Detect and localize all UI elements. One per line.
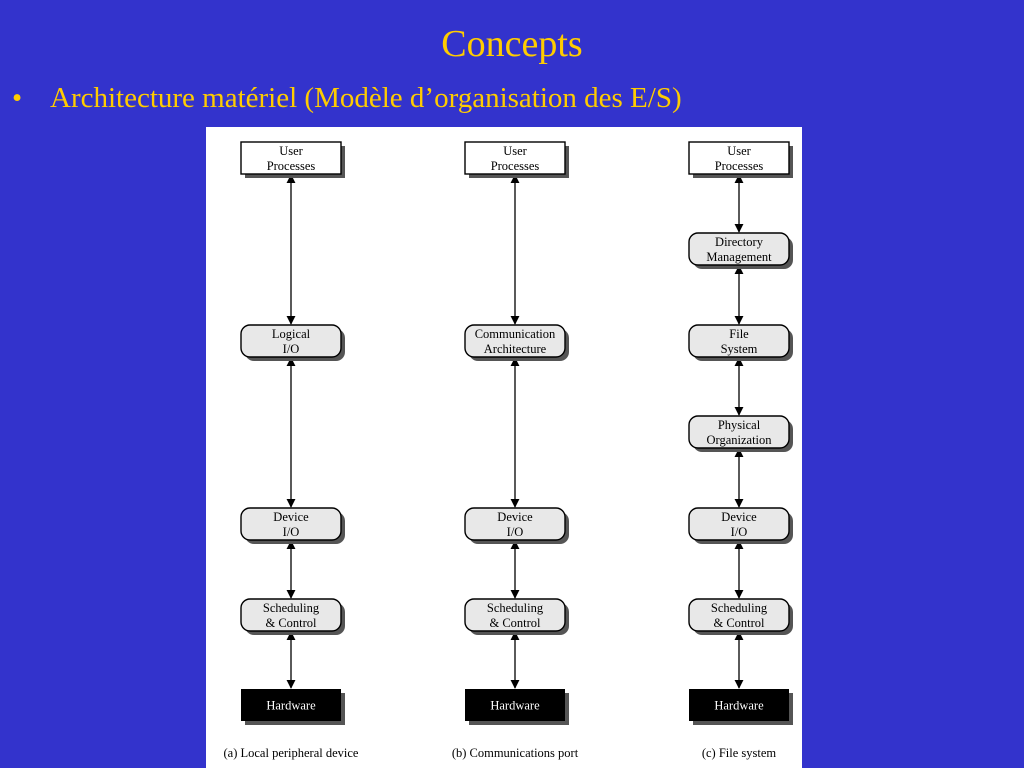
- layer-rounded-box: [464, 324, 566, 358]
- layer-box: Scheduling& Control: [240, 598, 345, 635]
- layer-rounded-box: [240, 598, 342, 632]
- box-label: User: [727, 144, 751, 158]
- box-label: & Control: [265, 616, 317, 630]
- layer-box: Hardware: [689, 689, 793, 725]
- layer-rounded-box: [688, 324, 790, 358]
- box-label: Physical: [718, 418, 761, 432]
- box-label: Scheduling: [263, 601, 320, 615]
- process-box: [688, 141, 790, 175]
- box-label: Scheduling: [487, 601, 544, 615]
- box-label: Processes: [491, 159, 540, 173]
- box-label: User: [503, 144, 527, 158]
- box-label: User: [279, 144, 303, 158]
- layer-rounded-box: [464, 507, 566, 541]
- box-label: Logical: [272, 327, 311, 341]
- box-label: Device: [497, 510, 533, 524]
- layer-rounded-box: [464, 598, 566, 632]
- box-label: Scheduling: [711, 601, 768, 615]
- box-label: Processes: [715, 159, 764, 173]
- layer-rounded-box: [688, 232, 790, 266]
- box-label: Processes: [267, 159, 316, 173]
- column-caption: (c) File system: [702, 746, 777, 760]
- box-label: I/O: [507, 525, 524, 539]
- column-caption: (b) Communications port: [452, 746, 579, 760]
- box-label: Management: [706, 250, 772, 264]
- layer-rounded-box: [688, 415, 790, 449]
- bullet-item: • Architecture matériel (Modèle d’organis…: [12, 80, 682, 116]
- box-label: System: [721, 342, 758, 356]
- box-label: Hardware: [266, 699, 316, 713]
- box-label: Architecture: [484, 342, 547, 356]
- box-label: File: [729, 327, 749, 341]
- io-organization-diagram: UserProcessesLogicalI/ODeviceI/OScheduli…: [224, 141, 793, 760]
- layer-box: Hardware: [465, 689, 569, 725]
- process-box: [464, 141, 566, 175]
- process-box: [240, 141, 342, 175]
- box-label: Organization: [706, 433, 772, 447]
- hardware-box: [241, 689, 341, 721]
- box-label: & Control: [489, 616, 541, 630]
- layer-rounded-box: [688, 598, 790, 632]
- bullet-text: Architecture matériel (Modèle d’organisa…: [50, 82, 682, 114]
- layer-box: Scheduling& Control: [464, 598, 569, 635]
- box-label: Directory: [715, 235, 764, 249]
- box-label: I/O: [283, 342, 300, 356]
- bullet-marker: •: [12, 82, 23, 114]
- box-label: I/O: [283, 525, 300, 539]
- box-label: Device: [721, 510, 757, 524]
- box-label: & Control: [713, 616, 765, 630]
- column-caption: (a) Local peripheral device: [224, 746, 359, 760]
- hardware-box: [689, 689, 789, 721]
- box-label: Device: [273, 510, 309, 524]
- box-label: Hardware: [714, 699, 764, 713]
- layer-rounded-box: [688, 507, 790, 541]
- box-label: Communication: [475, 327, 556, 341]
- layer-rounded-box: [240, 507, 342, 541]
- hardware-box: [465, 689, 565, 721]
- box-label: I/O: [731, 525, 748, 539]
- layer-box: Hardware: [241, 689, 345, 725]
- box-label: Hardware: [490, 699, 540, 713]
- layer-rounded-box: [240, 324, 342, 358]
- slide-title: Concepts: [441, 23, 583, 65]
- layer-box: Scheduling& Control: [688, 598, 793, 635]
